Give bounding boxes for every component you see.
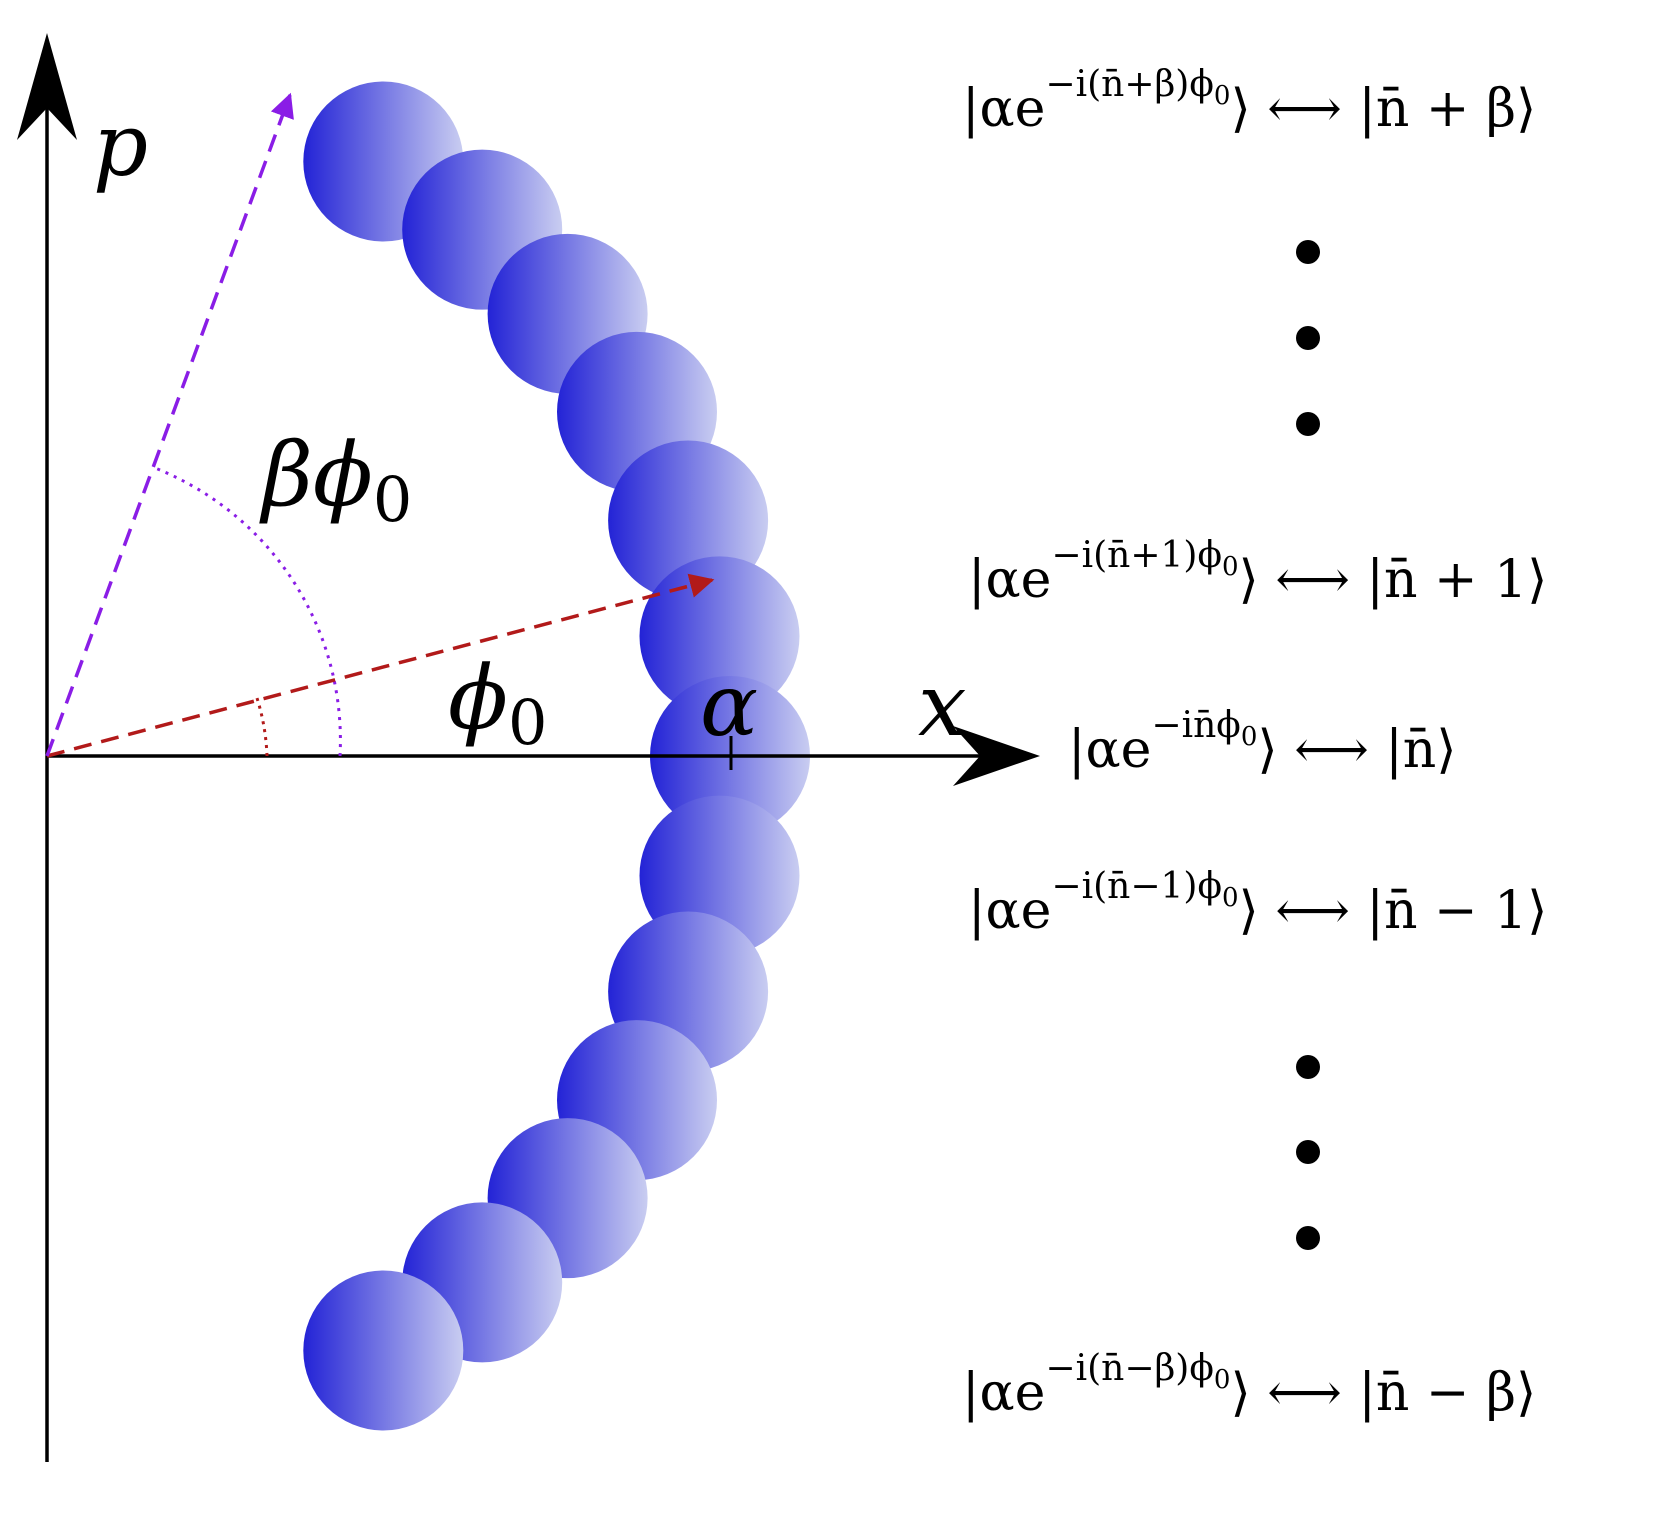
phi-subscript: 0 <box>373 463 412 536</box>
state-exponent: −i(n̄−β)ϕ <box>1045 1348 1213 1389</box>
beta-phi0-label: βϕ0 <box>259 423 412 536</box>
state-exponent-subscript: 0 <box>1222 552 1239 582</box>
state-label-minus-one: |αe−i(n̄−1)ϕ0⟩ ⟷ |n̄ − 1⟩ <box>968 866 1547 941</box>
ellipsis-dot <box>1296 412 1320 436</box>
state-label-plus-beta: |αe−i(n̄+β)ϕ0⟩ ⟷ |n̄ + β⟩ <box>962 64 1536 139</box>
phi-symbol: ϕ <box>313 423 373 526</box>
coherent-state-circle <box>639 556 800 717</box>
state-exponent: −i(n̄−1)ϕ <box>1051 866 1222 907</box>
state-ket: |αe <box>962 1363 1045 1423</box>
phi-subscript: 0 <box>508 686 547 759</box>
state-exponent-subscript: 0 <box>1222 883 1239 913</box>
ellipsis-dot <box>1296 1055 1320 1079</box>
axes <box>17 33 1040 1462</box>
state-ket: |αe <box>1068 720 1151 780</box>
state-label-plus-one: |αe−i(n̄+1)ϕ0⟩ ⟷ |n̄ + 1⟩ <box>968 535 1547 610</box>
beta-symbol: β <box>259 423 313 526</box>
state-exponent: −i(n̄+1)ϕ <box>1051 535 1222 576</box>
p-axis-arrowhead <box>17 33 77 140</box>
ellipsis-dot <box>1296 1140 1320 1164</box>
state-correspondence: ⟩ ⟷ |n̄ − β⟩ <box>1230 1363 1536 1423</box>
state-exponent: −i(n̄+β)ϕ <box>1045 64 1213 105</box>
state-ket: |αe <box>968 881 1051 941</box>
ellipsis-dots <box>1296 240 1320 1250</box>
coherent-state-circle <box>303 1270 464 1431</box>
ellipsis-dot <box>1296 326 1320 350</box>
p-axis-label: p <box>93 96 148 196</box>
phi0-vector <box>46 573 715 758</box>
state-label-center: |αe−in̄ϕ0⟩ ⟷ |n̄⟩ <box>1068 705 1457 780</box>
beta-phi0-vector <box>45 92 294 757</box>
state-labels: |αe−i(n̄+β)ϕ0⟩ ⟷ |n̄ + β⟩ |αe−i(n̄+1)ϕ0⟩… <box>962 64 1547 1423</box>
state-correspondence: ⟩ ⟷ |n̄ + 1⟩ <box>1239 550 1548 610</box>
state-label-minus-beta: |αe−i(n̄−β)ϕ0⟩ ⟷ |n̄ − β⟩ <box>962 1348 1536 1423</box>
beta-phi0-angle-arc <box>154 466 342 757</box>
state-correspondence: ⟩ ⟷ |n̄ + β⟩ <box>1230 79 1536 139</box>
state-ket: |αe <box>962 79 1045 139</box>
state-correspondence: ⟩ ⟷ |n̄⟩ <box>1257 720 1456 780</box>
alpha-label: α <box>700 656 758 756</box>
state-ket: |αe <box>968 550 1051 610</box>
ellipsis-dot <box>1296 1226 1320 1250</box>
state-correspondence: ⟩ ⟷ |n̄ − 1⟩ <box>1239 881 1548 941</box>
state-exponent: −in̄ϕ <box>1151 705 1240 746</box>
phi0-angle-arc <box>255 697 269 757</box>
x-axis-arrowhead <box>953 726 1040 786</box>
state-exponent-subscript: 0 <box>1214 1365 1231 1395</box>
state-exponent-subscript: 0 <box>1214 81 1231 111</box>
state-exponent-subscript: 0 <box>1241 722 1258 752</box>
phi-symbol: ϕ <box>448 646 508 749</box>
x-axis-label: x <box>918 656 967 756</box>
ellipsis-dot <box>1296 240 1320 264</box>
phi0-label: ϕ0 <box>448 646 547 759</box>
